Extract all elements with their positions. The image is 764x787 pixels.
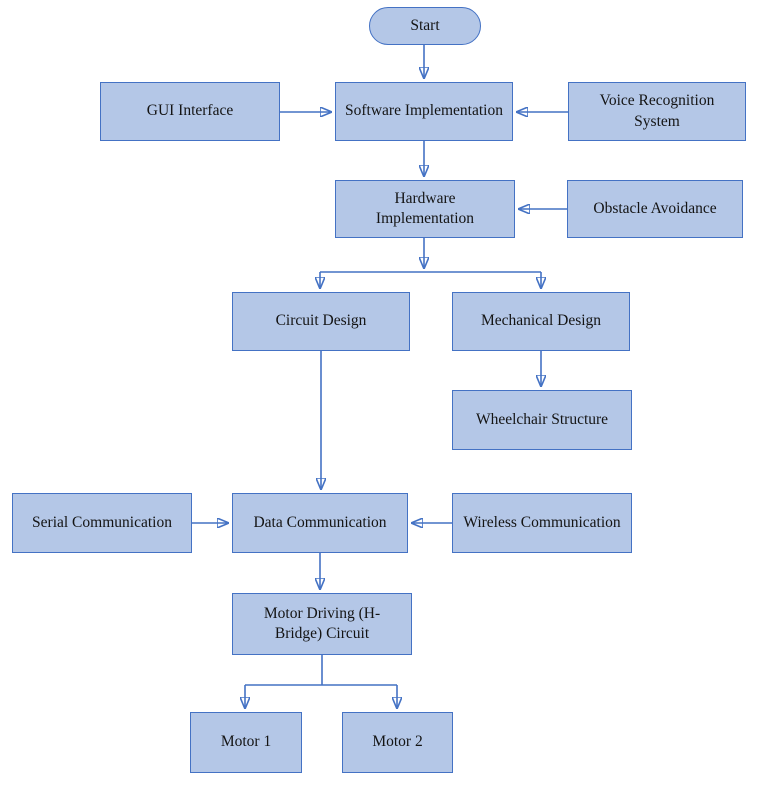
node-motor-2-label: Motor 2 [372, 733, 423, 751]
node-motor-1-label: Motor 1 [220, 733, 272, 751]
node-hardware-implementation: Hardware Implementation [335, 180, 515, 238]
node-start: Start [369, 7, 481, 45]
node-wheelchair-structure-label: Wheelchair Structure [475, 410, 609, 428]
node-obstacle-avoidance: Obstacle Avoidance [567, 180, 743, 238]
node-motor-1: Motor 1 [190, 712, 302, 773]
node-voice-recognition-system: Voice Recognition System [568, 82, 746, 141]
node-software-implementation: Software Implementation [335, 82, 513, 141]
node-motor-driving-hbridge-circuit-label: Motor Driving (H-Bridge) Circuit [263, 604, 381, 642]
node-gui-interface: GUI Interface [100, 82, 280, 141]
node-circuit-design: Circuit Design [232, 292, 410, 351]
node-mechanical-design: Mechanical Design [452, 292, 630, 351]
node-motor-2: Motor 2 [342, 712, 453, 773]
node-voice-recognition-system-label: Voice Recognition System [599, 92, 715, 130]
node-obstacle-avoidance-label: Obstacle Avoidance [593, 199, 717, 217]
node-data-communication: Data Communication [232, 493, 408, 553]
node-data-communication-label: Data Communication [253, 513, 387, 531]
node-wheelchair-structure: Wheelchair Structure [452, 390, 632, 450]
node-gui-interface-label: GUI Interface [146, 102, 234, 120]
node-wireless-communication: Wireless Communication [452, 493, 632, 553]
node-serial-communication: Serial Communication [12, 493, 192, 553]
node-software-implementation-label: Software Implementation [345, 102, 503, 120]
node-start-label: Start [410, 16, 440, 34]
node-serial-communication-label: Serial Communication [32, 513, 172, 531]
node-wireless-communication-label: Wireless Communication [463, 513, 621, 531]
node-circuit-design-label: Circuit Design [275, 312, 367, 330]
node-hardware-implementation-label: Hardware Implementation [375, 189, 475, 227]
node-mechanical-design-label: Mechanical Design [480, 312, 602, 330]
node-motor-driving-hbridge-circuit: Motor Driving (H-Bridge) Circuit [232, 593, 412, 655]
